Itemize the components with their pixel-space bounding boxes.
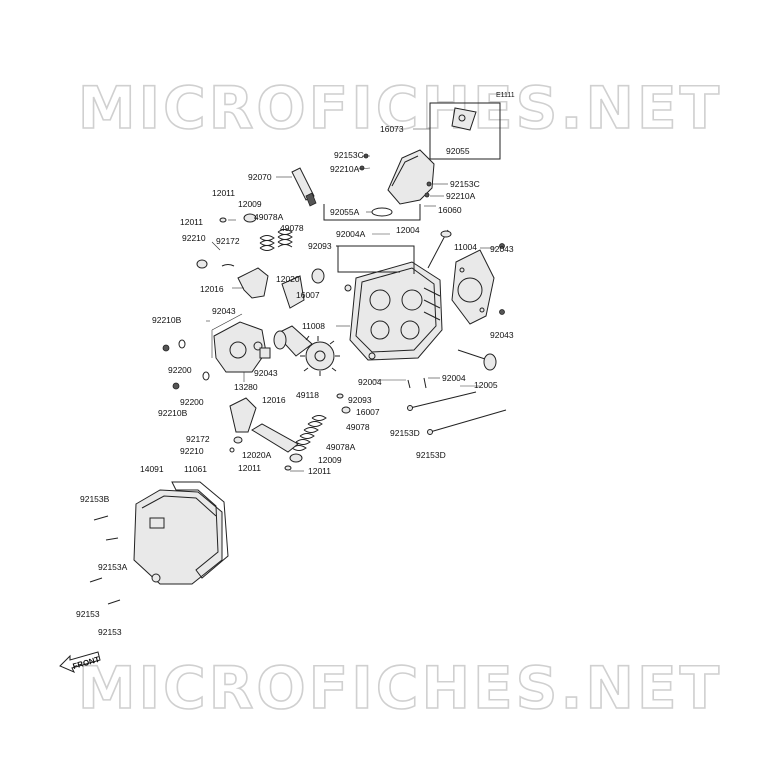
part-labels: 16073 92055 92153C 92210A 92153C 92210A … bbox=[76, 124, 514, 637]
valve-spring-upper bbox=[219, 213, 293, 251]
label-92200: 92200 bbox=[168, 365, 192, 375]
label-92070: 92070 bbox=[248, 172, 272, 182]
label-92153d: 92153D bbox=[390, 428, 420, 438]
head-gasket bbox=[451, 249, 495, 325]
label-92172: 92172 bbox=[216, 236, 240, 246]
label-16060: 16060 bbox=[438, 205, 462, 215]
diagram-code: E1111 bbox=[496, 92, 515, 99]
label-92004a: 92004A bbox=[336, 229, 366, 239]
spark-plug bbox=[276, 167, 317, 207]
label-16007: 16007 bbox=[356, 407, 380, 417]
label-12011: 12011 bbox=[180, 217, 203, 227]
label-12020a: 12020A bbox=[242, 450, 272, 460]
label-92210: 92210 bbox=[182, 233, 206, 243]
label-92093: 92093 bbox=[348, 395, 372, 405]
label-92153b: 92153B bbox=[80, 494, 110, 504]
label-11008: 11008 bbox=[302, 321, 325, 331]
watermark-top: MICROFICHES.NET bbox=[78, 74, 722, 142]
label-49078a: 49078A bbox=[326, 442, 356, 452]
long-studs bbox=[407, 391, 507, 435]
cylinder-head bbox=[336, 245, 443, 361]
label-12005: 12005 bbox=[474, 380, 498, 390]
label-92210a: 92210A bbox=[446, 191, 476, 201]
camshaft-holder bbox=[162, 313, 271, 390]
valve-spring-lower bbox=[284, 377, 427, 471]
label-92043: 92043 bbox=[490, 330, 514, 340]
label-92153: 92153 bbox=[76, 609, 100, 619]
label-92153d: 92153D bbox=[416, 450, 446, 460]
label-92200: 92200 bbox=[180, 397, 204, 407]
rocker-arm-lower bbox=[229, 397, 299, 453]
label-92153: 92153 bbox=[98, 627, 122, 637]
camshaft-sprocket bbox=[273, 325, 340, 376]
label-12016: 12016 bbox=[200, 284, 224, 294]
label-92153a: 92153A bbox=[98, 562, 128, 572]
label-92210b: 92210B bbox=[158, 408, 188, 418]
label-12016: 12016 bbox=[262, 395, 286, 405]
label-92055: 92055 bbox=[446, 146, 470, 156]
label-16073: 16073 bbox=[380, 124, 404, 134]
intake-pipe bbox=[323, 149, 436, 221]
cover-plate-group bbox=[413, 102, 501, 160]
label-92093: 92093 bbox=[308, 241, 332, 251]
label-13280: 13280 bbox=[234, 382, 258, 392]
head-cover bbox=[89, 481, 229, 605]
label-11061: 11061 bbox=[184, 464, 207, 474]
leader-lines bbox=[206, 155, 496, 472]
watermark-bottom: MICROFICHES.NET bbox=[78, 654, 722, 722]
label-92210: 92210 bbox=[180, 446, 204, 456]
label-92055a: 92055A bbox=[330, 207, 360, 217]
label-14091: 14091 bbox=[140, 464, 164, 474]
valves bbox=[427, 229, 505, 371]
label-49078: 49078 bbox=[280, 223, 304, 233]
label-49078: 49078 bbox=[346, 422, 370, 432]
label-16007: 16007 bbox=[296, 290, 320, 300]
label-92210a: 92210A bbox=[330, 164, 360, 174]
label-12009: 12009 bbox=[318, 455, 342, 465]
label-49078a: 49078A bbox=[254, 212, 284, 222]
label-92043: 92043 bbox=[212, 306, 236, 316]
label-12011: 12011 bbox=[308, 466, 331, 476]
label-12020: 12020 bbox=[276, 274, 300, 284]
label-92043: 92043 bbox=[490, 244, 514, 254]
label-12011: 12011 bbox=[238, 463, 261, 473]
label-92153c: 92153C bbox=[334, 150, 364, 160]
label-92043: 92043 bbox=[254, 368, 278, 378]
label-49118: 49118 bbox=[296, 390, 319, 400]
rocker-arm-upper bbox=[196, 259, 325, 309]
label-92004: 92004 bbox=[442, 373, 466, 383]
label-12009: 12009 bbox=[238, 199, 262, 209]
label-11004: 11004 bbox=[454, 242, 477, 252]
label-12004: 12004 bbox=[396, 225, 420, 235]
label-12011: 12011 bbox=[212, 188, 235, 198]
label-92004: 92004 bbox=[358, 377, 382, 387]
label-92172: 92172 bbox=[186, 434, 210, 444]
label-92210b: 92210B bbox=[152, 315, 182, 325]
label-92153c: 92153C bbox=[450, 179, 480, 189]
